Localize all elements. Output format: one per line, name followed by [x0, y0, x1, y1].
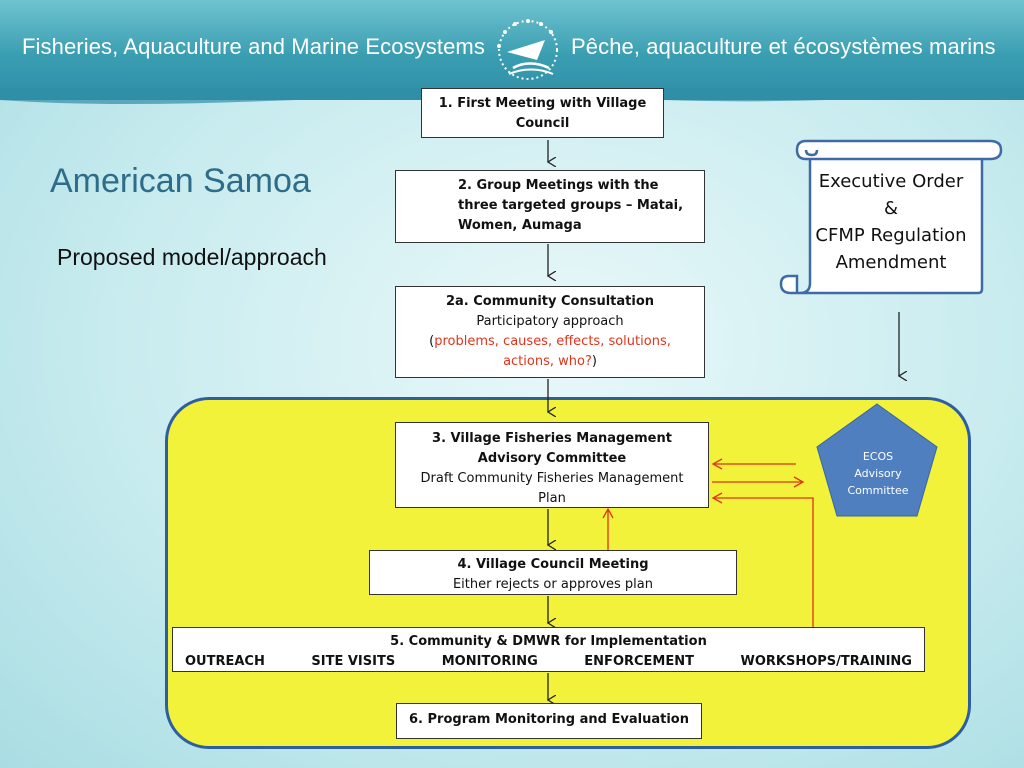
step-2a-heading: 2a. Community Consultation [445, 294, 655, 309]
scroll-line-3: CFMP Regulation [815, 225, 967, 246]
step-3-line-4: Plan [538, 491, 566, 506]
ecos-advisory-committee-label: ECOS Advisory Committee [834, 448, 922, 499]
step-4-council-meeting: 4. Village Council Meeting Either reject… [369, 550, 737, 595]
step-3-line-1: 3. Village Fisheries Management [432, 431, 672, 446]
step-5-implementation: 5. Community & DMWR for Implementation O… [172, 627, 925, 672]
close-paren: ) [591, 354, 597, 369]
open-paren: ( [429, 334, 435, 349]
banner-title-french: Pêche, aquaculture et écosystèmes marins [571, 34, 996, 59]
ecos-line-1: ECOS [862, 450, 894, 463]
step-5-activities: OUTREACH SITE VISITS MONITORING ENFORCEM… [173, 652, 924, 672]
banner-title-english: Fisheries, Aquaculture and Marine Ecosys… [22, 34, 485, 59]
scroll-line-1: Executive Order [818, 171, 964, 192]
activity-monitoring: MONITORING [441, 654, 538, 669]
step-6-monitoring-evaluation: 6. Program Monitoring and Evaluation [396, 703, 702, 739]
step-3-advisory-committee: 3. Village Fisheries Management Advisory… [395, 422, 709, 508]
step-3-line-2: Advisory Committee [477, 451, 627, 466]
step-1-first-meeting: 1. First Meeting with Village Council [421, 88, 664, 138]
activity-outreach: OUTREACH [185, 654, 265, 669]
activity-enforcement: ENFORCEMENT [584, 654, 694, 669]
step-2a-community-consultation: 2a. Community Consultation Participatory… [395, 286, 705, 378]
banner-wave [0, 88, 1024, 105]
executive-order-scroll [779, 139, 1003, 295]
step-2-line-1: 2. Group Meetings with the [458, 178, 659, 193]
step-2-group-meetings: 2. Group Meetings with the three targete… [395, 170, 705, 243]
header-banner [0, 0, 1024, 100]
slide-title: American Samoa [50, 162, 311, 200]
step-2-line-3: Women, Aumaga [458, 218, 582, 233]
ecos-pentagon [816, 403, 938, 517]
step-2a-approach: Participatory approach [476, 314, 624, 329]
spc-fisheries-logo-icon [497, 19, 558, 80]
scroll-line-4: Amendment [835, 252, 947, 273]
step-2a-topics-red-2: actions, who? [503, 354, 592, 369]
ecos-line-2: Advisory [854, 467, 902, 480]
step-1-line-2: Council [515, 116, 570, 131]
step-5-heading: 5. Community & DMWR for Implementation [390, 634, 707, 649]
step-2-line-2: three targeted groups – Matai, [458, 198, 684, 213]
step-2a-topics-line-2: actions, who?) [396, 352, 704, 372]
scroll-line-2: & [883, 198, 899, 219]
slide-subtitle: Proposed model/approach [57, 244, 327, 270]
feedback-5-to-3 [714, 497, 814, 627]
step-2a-topics-red-1: problems, causes, effects, solutions, [434, 334, 671, 349]
step-3-line-3: Draft Community Fisheries Management [420, 471, 684, 486]
step-6-line-1: 6. Program Monitoring and Evaluation [409, 712, 689, 727]
step-2a-topics-line-1: (problems, causes, effects, solutions, [396, 332, 704, 352]
step-4-line-2: Either rejects or approves plan [452, 577, 654, 592]
executive-order-text: Executive Order & CFMP Regulation Amendm… [806, 168, 976, 276]
activity-workshops-training: WORKSHOPS/TRAINING [740, 654, 912, 669]
step-1-line-1: 1. First Meeting with Village [438, 96, 647, 111]
activity-site-visits: SITE VISITS [311, 654, 396, 669]
step-4-line-1: 4. Village Council Meeting [457, 557, 649, 572]
ecos-line-3: Committee [847, 484, 909, 497]
